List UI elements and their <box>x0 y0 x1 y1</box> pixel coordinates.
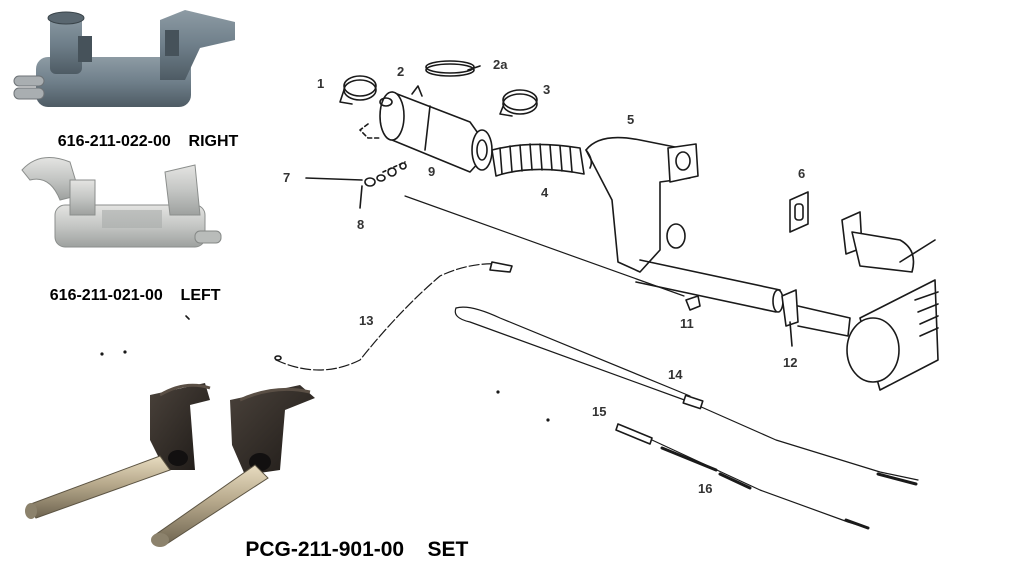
callout-3: 3 <box>543 82 551 97</box>
set-part-number: PCG-211-901-00 <box>245 538 405 561</box>
callout-15: 15 <box>592 404 607 419</box>
part-11-cable-end <box>404 195 701 311</box>
callout-7: 7 <box>283 170 291 185</box>
part-1-clamp <box>339 75 377 105</box>
left-heat-exchanger-photo <box>21 157 222 248</box>
callout-14: 14 <box>668 367 683 382</box>
callout-2: 2 <box>397 64 405 79</box>
part-16-sleeve <box>660 446 752 490</box>
left-caption: 616-211-021-00 LEFT <box>32 269 221 323</box>
callout-6: 6 <box>798 166 806 181</box>
diagram-artwork <box>13 10 939 547</box>
part-4-flex-hose <box>491 143 585 177</box>
callout-11: 11 <box>680 316 694 331</box>
part-15-cable <box>615 423 870 530</box>
exhaust-parts-diagram: 616-211-022-00 RIGHT 616-211-021-00 LEFT… <box>13 10 939 561</box>
set-side-label: SET <box>427 538 469 561</box>
part-12-clamp <box>781 289 799 347</box>
left-part-number: 616-211-021-00 <box>49 287 163 304</box>
callout-13: 13 <box>359 313 374 328</box>
diagram-dots <box>100 350 550 422</box>
right-part-number: 616-211-022-00 <box>57 133 171 150</box>
part-6-gasket <box>789 191 809 233</box>
callout-1: 1 <box>317 76 325 91</box>
heat-exchanger-set-photo <box>25 383 315 547</box>
tailpipe-and-muffler-assembly <box>797 211 939 391</box>
callout-16: 16 <box>698 481 713 496</box>
callout-9: 9 <box>428 164 436 179</box>
right-heat-exchanger-photo <box>13 10 235 107</box>
part-2a-strap <box>425 60 481 77</box>
part-5-heat-exchanger <box>585 136 784 313</box>
right-side-label: RIGHT <box>188 133 239 150</box>
callout-2a: 2a <box>493 57 508 72</box>
callout-8: 8 <box>357 217 365 232</box>
part-3-clamp <box>499 89 538 117</box>
callout-4: 4 <box>541 185 549 200</box>
part-7-8-9-fitting <box>305 123 407 209</box>
left-side-label: LEFT <box>180 287 221 304</box>
part-14-cable <box>454 306 919 486</box>
part-2-muffler <box>379 85 493 173</box>
right-caption: 616-211-022-00 RIGHT <box>40 115 239 169</box>
callout-5: 5 <box>627 112 635 127</box>
callout-12: 12 <box>783 355 798 370</box>
part-13-cable <box>185 261 513 371</box>
set-caption: PCG-211-901-00 SET <box>222 514 468 586</box>
